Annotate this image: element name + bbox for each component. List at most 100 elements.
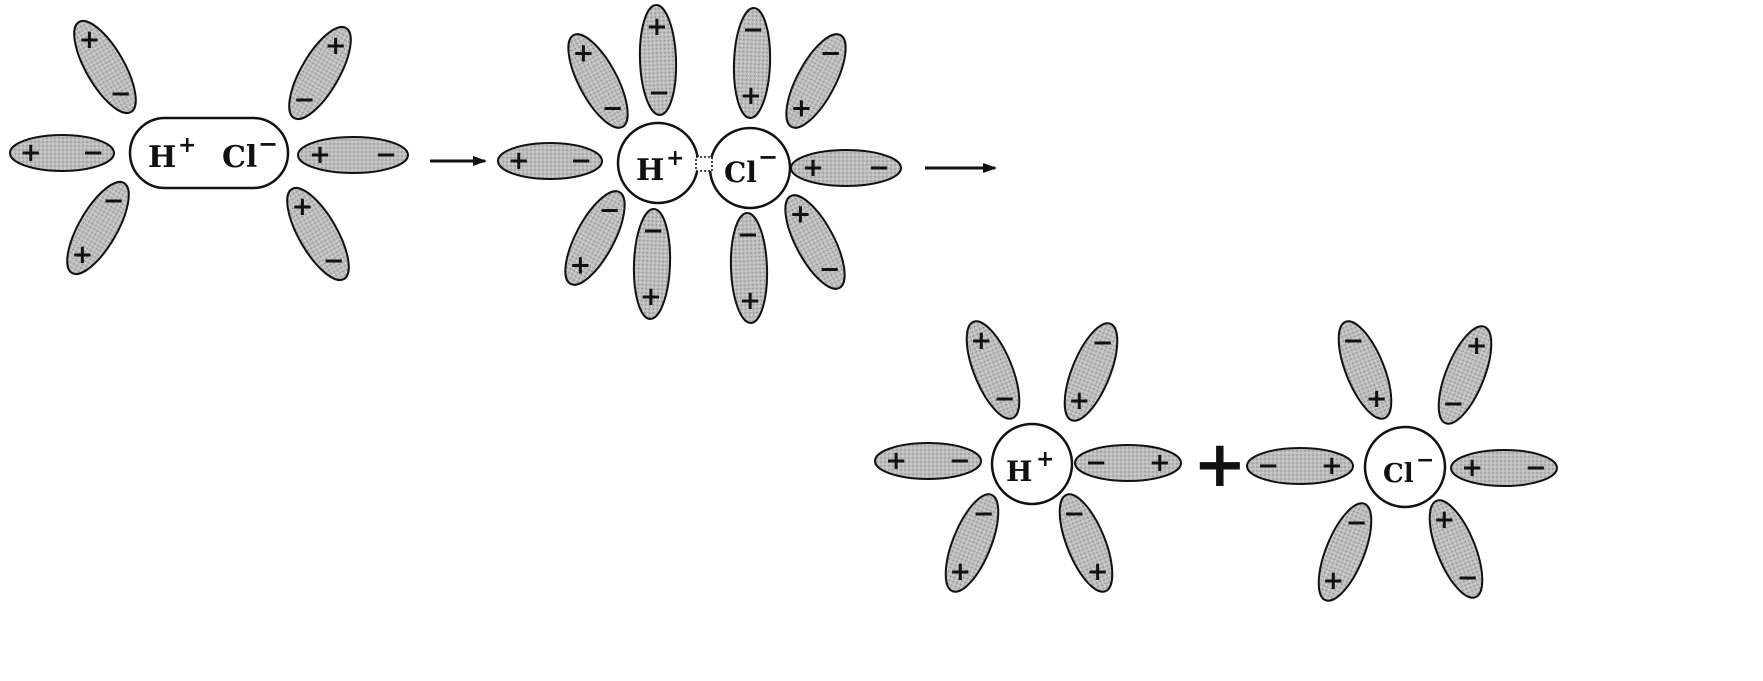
positive-pole-sign: +	[646, 12, 668, 42]
hydrogen-charge: +	[666, 146, 684, 171]
water-molecule: +−	[63, 12, 148, 121]
hcl-molecule-stage-1: H + Cl −	[130, 118, 288, 188]
water-molecule: −+	[1247, 448, 1353, 484]
water-molecule: +−	[1054, 317, 1128, 428]
positive-pole-sign: +	[802, 153, 824, 183]
negative-pole-sign: −	[570, 146, 592, 176]
water-dipole-shape	[276, 179, 361, 288]
positive-pole-sign: +	[739, 286, 761, 316]
negative-pole-sign: −	[648, 78, 670, 108]
hydrogen-label: H	[636, 153, 664, 188]
water-dipole-shape	[774, 187, 856, 297]
water-molecule: +−	[298, 137, 408, 173]
positive-pole-sign: +	[1087, 557, 1109, 587]
chloride-label: Cl	[1383, 459, 1414, 489]
water-molecule: −+	[729, 212, 769, 323]
positive-pole-sign: +	[970, 326, 992, 356]
positive-pole-sign: +	[640, 282, 662, 312]
water-molecule: +−	[1419, 494, 1493, 605]
water-molecule: +−	[791, 150, 901, 186]
water-molecule: +−	[1308, 497, 1382, 608]
water-molecule: +−	[774, 187, 856, 297]
positive-pole-sign: +	[949, 557, 971, 587]
chloride-label: Cl	[222, 140, 257, 175]
negative-pole-sign: −	[110, 79, 132, 109]
negative-pole-sign: −	[375, 140, 397, 170]
positive-pole-sign: +	[1149, 448, 1171, 478]
water-molecule: −+	[1328, 315, 1402, 426]
water-dipole-shape	[56, 173, 141, 282]
positive-pole-sign: +	[1068, 386, 1090, 416]
positive-pole-sign: +	[325, 31, 347, 61]
positive-pole-sign: +	[1322, 566, 1344, 596]
positive-pole-sign: +	[1321, 451, 1343, 481]
water-molecule: −+	[1075, 445, 1181, 481]
water-molecule: +−	[276, 179, 361, 288]
positive-pole-sign: +	[309, 140, 331, 170]
positive-pole-sign: +	[1433, 505, 1455, 535]
positive-pole-sign: +	[292, 192, 314, 222]
water-molecule: −+	[278, 18, 363, 127]
water-molecules: +−−++−+−+−+−+−+−−+−++−+−+−−+−++−+−+−+−−+…	[10, 4, 1557, 607]
positive-pole-sign: +	[72, 240, 94, 270]
positive-pole-sign: +	[569, 251, 591, 281]
positive-pole-sign: +	[508, 146, 530, 176]
hydrogen-charge: +	[178, 133, 196, 158]
water-molecule: −+	[1428, 320, 1502, 431]
chloride-label: Cl	[724, 156, 757, 189]
negative-pole-sign: −	[602, 94, 624, 124]
hcl-stretched-stage-2: H + Cl −	[618, 123, 790, 208]
combine-plus-sign: +	[1193, 428, 1247, 502]
negative-pole-sign: −	[1457, 563, 1479, 593]
negative-pole-sign: −	[868, 153, 890, 183]
positive-pole-sign: +	[20, 138, 42, 168]
stretched-bond	[696, 157, 712, 171]
water-molecule: +−	[935, 488, 1009, 599]
water-molecule: −+	[775, 26, 857, 136]
hydrogen-label: H	[148, 140, 176, 175]
negative-pole-sign: −	[1085, 448, 1107, 478]
positive-pole-sign: +	[572, 38, 594, 68]
water-dipole-shape	[775, 26, 857, 136]
water-molecule: −+	[732, 7, 772, 118]
negative-pole-sign: −	[737, 220, 759, 250]
negative-pole-sign: −	[1257, 451, 1279, 481]
chloride-charge: −	[258, 130, 278, 158]
hydrated-hydrogen-ion: H +	[992, 424, 1072, 504]
chloride-charge: −	[1416, 448, 1434, 473]
positive-pole-sign: +	[790, 94, 812, 124]
water-molecule: +−	[56, 173, 141, 282]
positive-pole-sign: +	[740, 81, 762, 111]
water-molecule: +−	[498, 143, 602, 179]
positive-pole-sign: +	[1466, 331, 1488, 361]
negative-pole-sign: −	[973, 499, 995, 529]
water-dipole-shape	[278, 18, 363, 127]
negative-pole-sign: −	[1063, 499, 1085, 529]
negative-pole-sign: −	[323, 246, 345, 276]
water-dipole-shape	[554, 183, 636, 293]
hydrated-chloride-ion: Cl −	[1365, 427, 1445, 507]
water-molecule: +−	[875, 443, 981, 479]
negative-pole-sign: −	[103, 186, 125, 216]
negative-pole-sign: −	[819, 255, 841, 285]
water-molecule: +−	[10, 135, 114, 171]
negative-pole-sign: −	[82, 138, 104, 168]
negative-pole-sign: −	[1346, 508, 1368, 538]
water-dipole-shape	[557, 26, 639, 136]
water-molecule: −+	[1049, 488, 1123, 599]
negative-pole-sign: −	[742, 15, 764, 45]
negative-pole-sign: −	[294, 85, 316, 115]
chloride-charge: −	[758, 143, 778, 171]
negative-pole-sign: −	[642, 216, 664, 246]
negative-pole-sign: −	[1442, 389, 1464, 419]
negative-pole-sign: −	[820, 38, 842, 68]
water-molecule: +−	[1451, 450, 1557, 486]
water-molecule: +−	[554, 183, 636, 293]
positive-pole-sign: +	[79, 25, 101, 55]
positive-pole-sign: +	[1366, 384, 1388, 414]
water-molecule: +−	[956, 315, 1030, 426]
negative-pole-sign: −	[1092, 328, 1114, 358]
water-molecule: +−	[557, 26, 639, 136]
negative-pole-sign: −	[994, 384, 1016, 414]
